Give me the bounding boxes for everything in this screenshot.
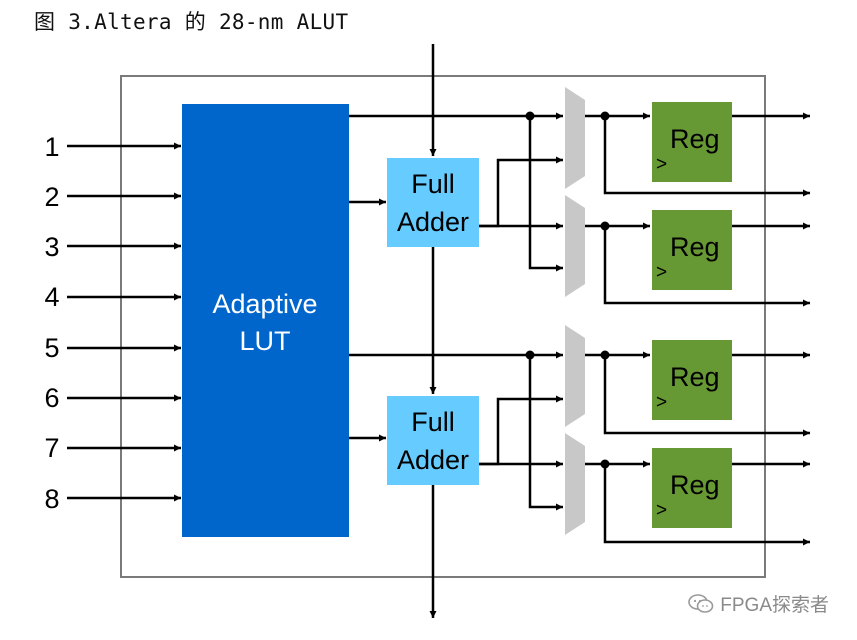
- reg-1-box: [652, 102, 732, 182]
- mux-1: [565, 87, 585, 189]
- input-arrows: [67, 142, 181, 502]
- mux2-bypass-output: [603, 226, 810, 307]
- wechat-icon: [688, 593, 714, 613]
- junction-dot: [600, 111, 610, 121]
- junction-dot: [525, 350, 535, 360]
- input-labels: 1 2 3 4 5 6 7 8: [44, 132, 59, 514]
- adder-bottom-sum-to-mux3: [479, 395, 563, 466]
- full-adder-bottom-box: [387, 396, 479, 485]
- mux-3: [565, 325, 585, 427]
- lut-out-bottom-branch: [528, 355, 563, 511]
- reg-1-clock-mark: >: [656, 154, 667, 175]
- junction-dot: [600, 221, 610, 231]
- junction-dot: [600, 459, 610, 469]
- lut-label-line1: Adaptive: [212, 289, 317, 319]
- watermark-text: FPGA探索者: [720, 595, 829, 616]
- reg-3-box: [652, 340, 732, 420]
- full-adder-top-box: [387, 158, 479, 247]
- mux1-bypass-output: [603, 116, 810, 197]
- lut-label-line2: LUT: [239, 326, 290, 356]
- reg-1-label: Reg: [670, 124, 720, 154]
- figure-title: 图 3.Altera 的 28-nm ALUT: [34, 10, 349, 34]
- mux4-bypass-output: [603, 464, 810, 546]
- input-label-5: 5: [44, 333, 59, 363]
- input-label-6: 6: [44, 383, 59, 413]
- reg-4-box: [652, 448, 732, 528]
- adder-top-sum-to-mux1: [479, 156, 563, 228]
- adder-top-line2: Adder: [397, 207, 469, 237]
- reg-4-label: Reg: [670, 470, 720, 500]
- adaptive-lut-block: Adaptive LUT: [182, 104, 349, 537]
- reg-2-label: Reg: [670, 232, 720, 262]
- mux-4: [565, 433, 585, 535]
- lut-to-adder-arrows: [349, 198, 386, 442]
- mux3-bypass-output: [603, 355, 810, 437]
- adaptive-lut-box: [182, 104, 349, 537]
- mux-group: [565, 87, 585, 535]
- input-label-2: 2: [44, 182, 59, 212]
- output-junction-dots: [600, 111, 610, 469]
- adder-top-line1: Full: [411, 169, 455, 199]
- input-label-4: 4: [44, 282, 59, 312]
- reg-2-box: [652, 210, 732, 290]
- reg-2-clock-mark: >: [656, 262, 667, 283]
- alut-frame: [120, 75, 766, 578]
- input-label-8: 8: [44, 484, 59, 514]
- input-label-1: 1: [44, 132, 59, 162]
- input-label-7: 7: [44, 433, 59, 463]
- junction-dot: [600, 350, 610, 360]
- reg-4-clock-mark: >: [656, 500, 667, 521]
- adder-bottom-line1: Full: [411, 407, 455, 437]
- reg-3-label: Reg: [670, 362, 720, 392]
- watermark: FPGA探索者: [688, 590, 829, 617]
- full-adder-top: Full Adder: [387, 158, 479, 247]
- register-group: [652, 102, 732, 528]
- mux-junction-dots: [525, 111, 535, 360]
- register-labels: Reg > Reg > Reg > Reg >: [656, 124, 720, 521]
- junction-dot: [525, 111, 535, 121]
- lut-out-top-branch: [528, 116, 563, 272]
- full-adder-bottom: Full Adder: [387, 396, 479, 485]
- reg-3-clock-mark: >: [656, 392, 667, 413]
- mux-2: [565, 195, 585, 297]
- adder-bottom-line2: Adder: [397, 445, 469, 475]
- input-label-3: 3: [44, 232, 59, 262]
- output-wiring: [585, 112, 810, 546]
